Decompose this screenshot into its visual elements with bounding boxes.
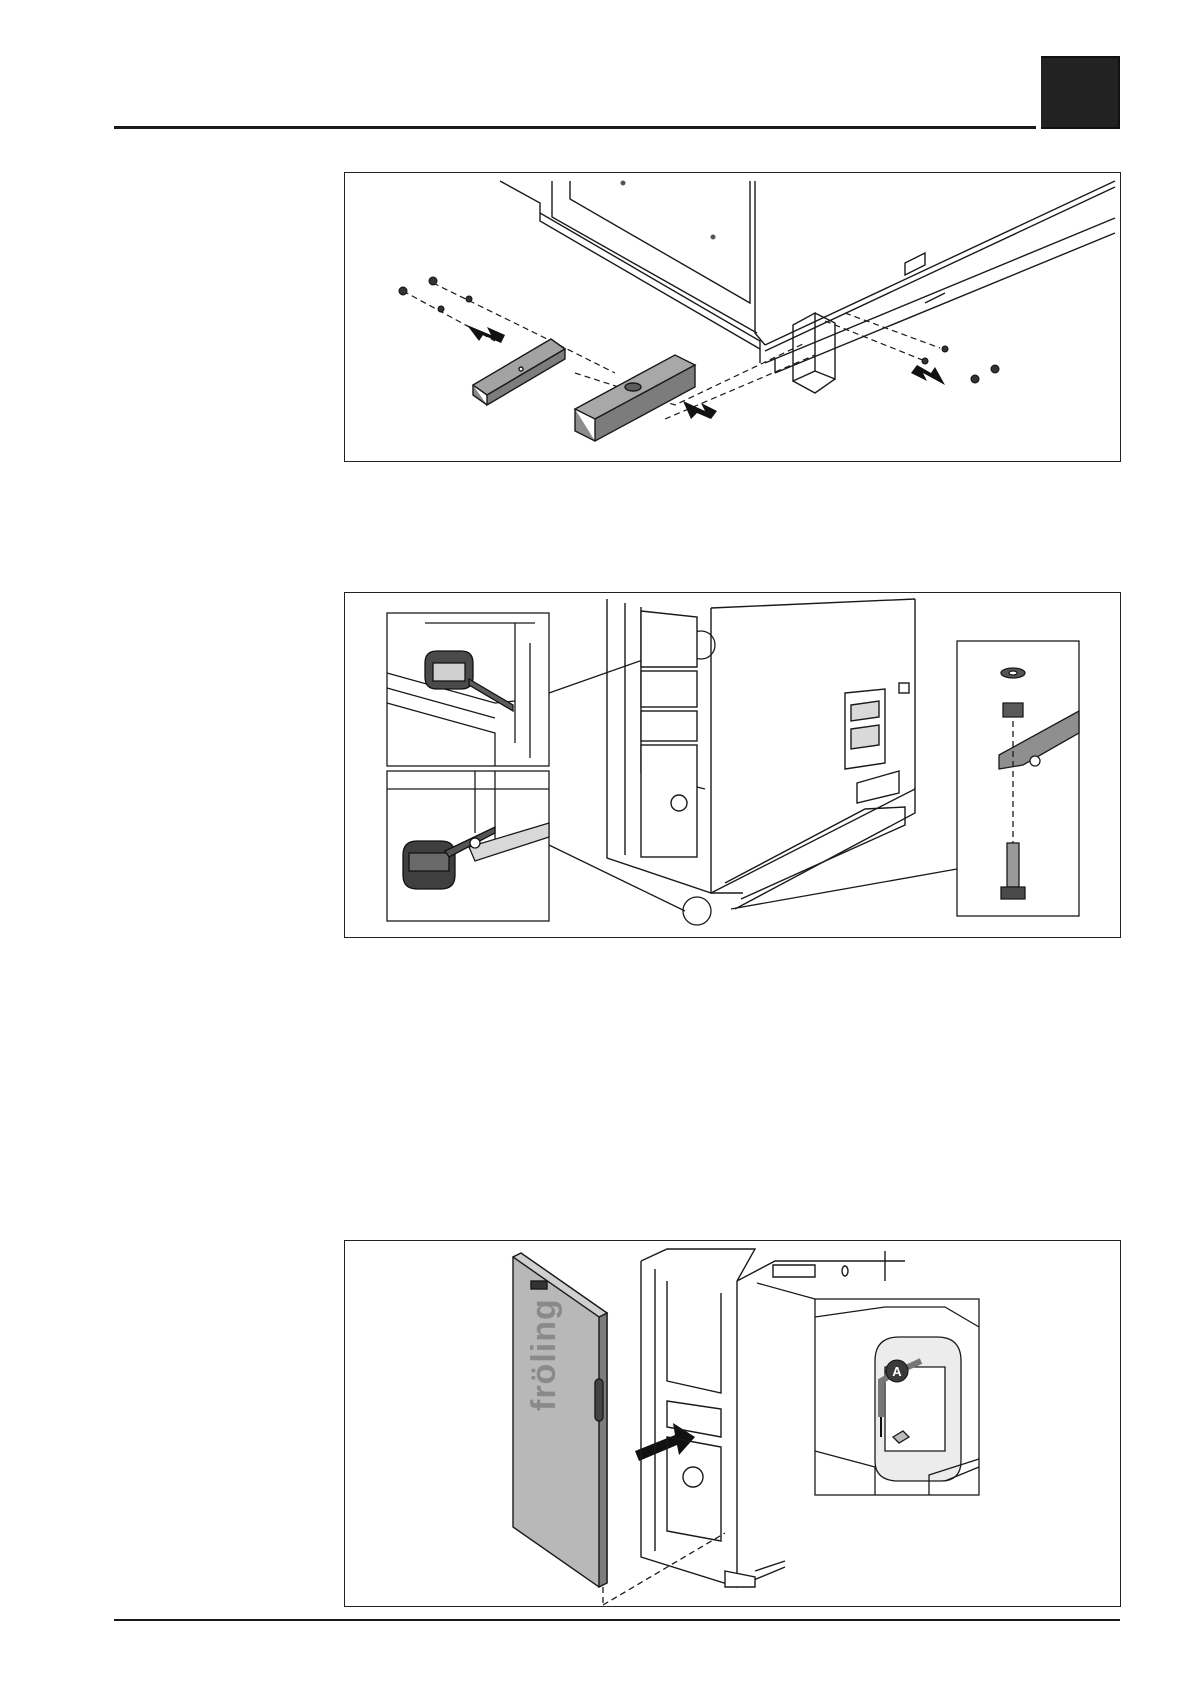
insulation-detail-illustration (345, 593, 1121, 938)
washer-icon (466, 296, 472, 302)
mounting-bracket-channel (575, 355, 695, 441)
detail-callout-top (387, 613, 549, 766)
figure-rail-assembly (344, 172, 1121, 462)
mounting-bracket-small (473, 339, 565, 405)
screw-icon (971, 375, 979, 383)
door-panel-illustration: fröling (345, 1241, 1121, 1607)
footer-rule (114, 1619, 1120, 1621)
washer-icon (942, 346, 948, 352)
screw-icon (429, 277, 437, 285)
screw-icon (711, 235, 716, 240)
figure-insulation-detail (344, 592, 1121, 938)
chapter-tab (1036, 56, 1120, 129)
washer-icon (922, 358, 928, 364)
screw-icon (621, 181, 626, 186)
detail-callout-fixing (815, 1299, 979, 1495)
callout-badge-a: A (886, 1360, 908, 1382)
boiler-body (607, 599, 915, 909)
detail-callout-bolt (957, 641, 1079, 916)
screw-icon (399, 287, 407, 295)
brand-logo: fröling (525, 1298, 563, 1411)
figure-door-panel: fröling (344, 1240, 1121, 1607)
rail-assembly-illustration (345, 173, 1121, 462)
chapter-tab-edge (1036, 56, 1041, 129)
screw-icon (991, 365, 999, 373)
callout-badge-label: A (892, 1364, 902, 1379)
arrow-icon (635, 1423, 695, 1461)
washer-icon (438, 306, 444, 312)
header-rule (114, 126, 1120, 129)
